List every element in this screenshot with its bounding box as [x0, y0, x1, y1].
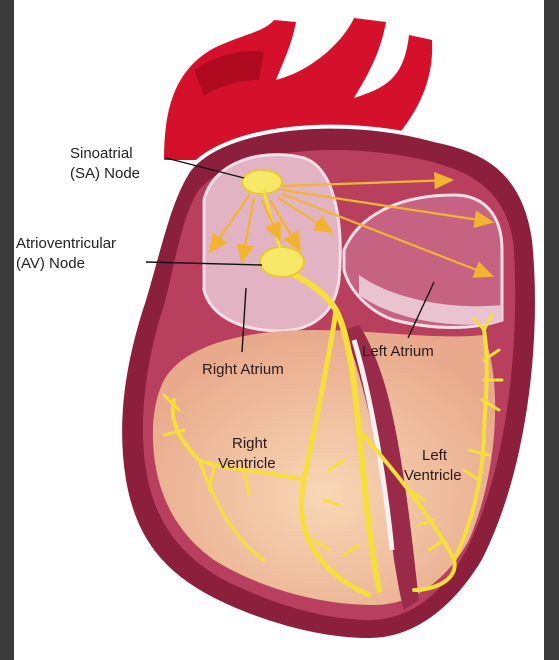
right-ventricle-label-2: Ventricle — [218, 455, 276, 472]
heart-conduction-diagram: Sinoatrial (SA) Node Atrioventricular (A… — [14, 0, 544, 660]
left-atrium-label: Left Atrium — [362, 343, 434, 360]
av-node — [260, 247, 304, 277]
sa-node-label-2: (SA) Node — [70, 165, 140, 182]
diagram-canvas: Sinoatrial (SA) Node Atrioventricular (A… — [14, 0, 544, 660]
right-ventricle-label-1: Right — [232, 435, 268, 452]
sa-node-label-1: Sinoatrial — [70, 145, 133, 162]
av-node-label-2: (AV) Node — [16, 255, 85, 272]
av-node-label-1: Atrioventricular — [16, 235, 116, 252]
left-ventricle-label-2: Ventricle — [404, 467, 462, 484]
right-atrium-label: Right Atrium — [202, 361, 284, 378]
sa-node — [242, 170, 282, 194]
left-ventricle-label-1: Left — [422, 447, 448, 464]
